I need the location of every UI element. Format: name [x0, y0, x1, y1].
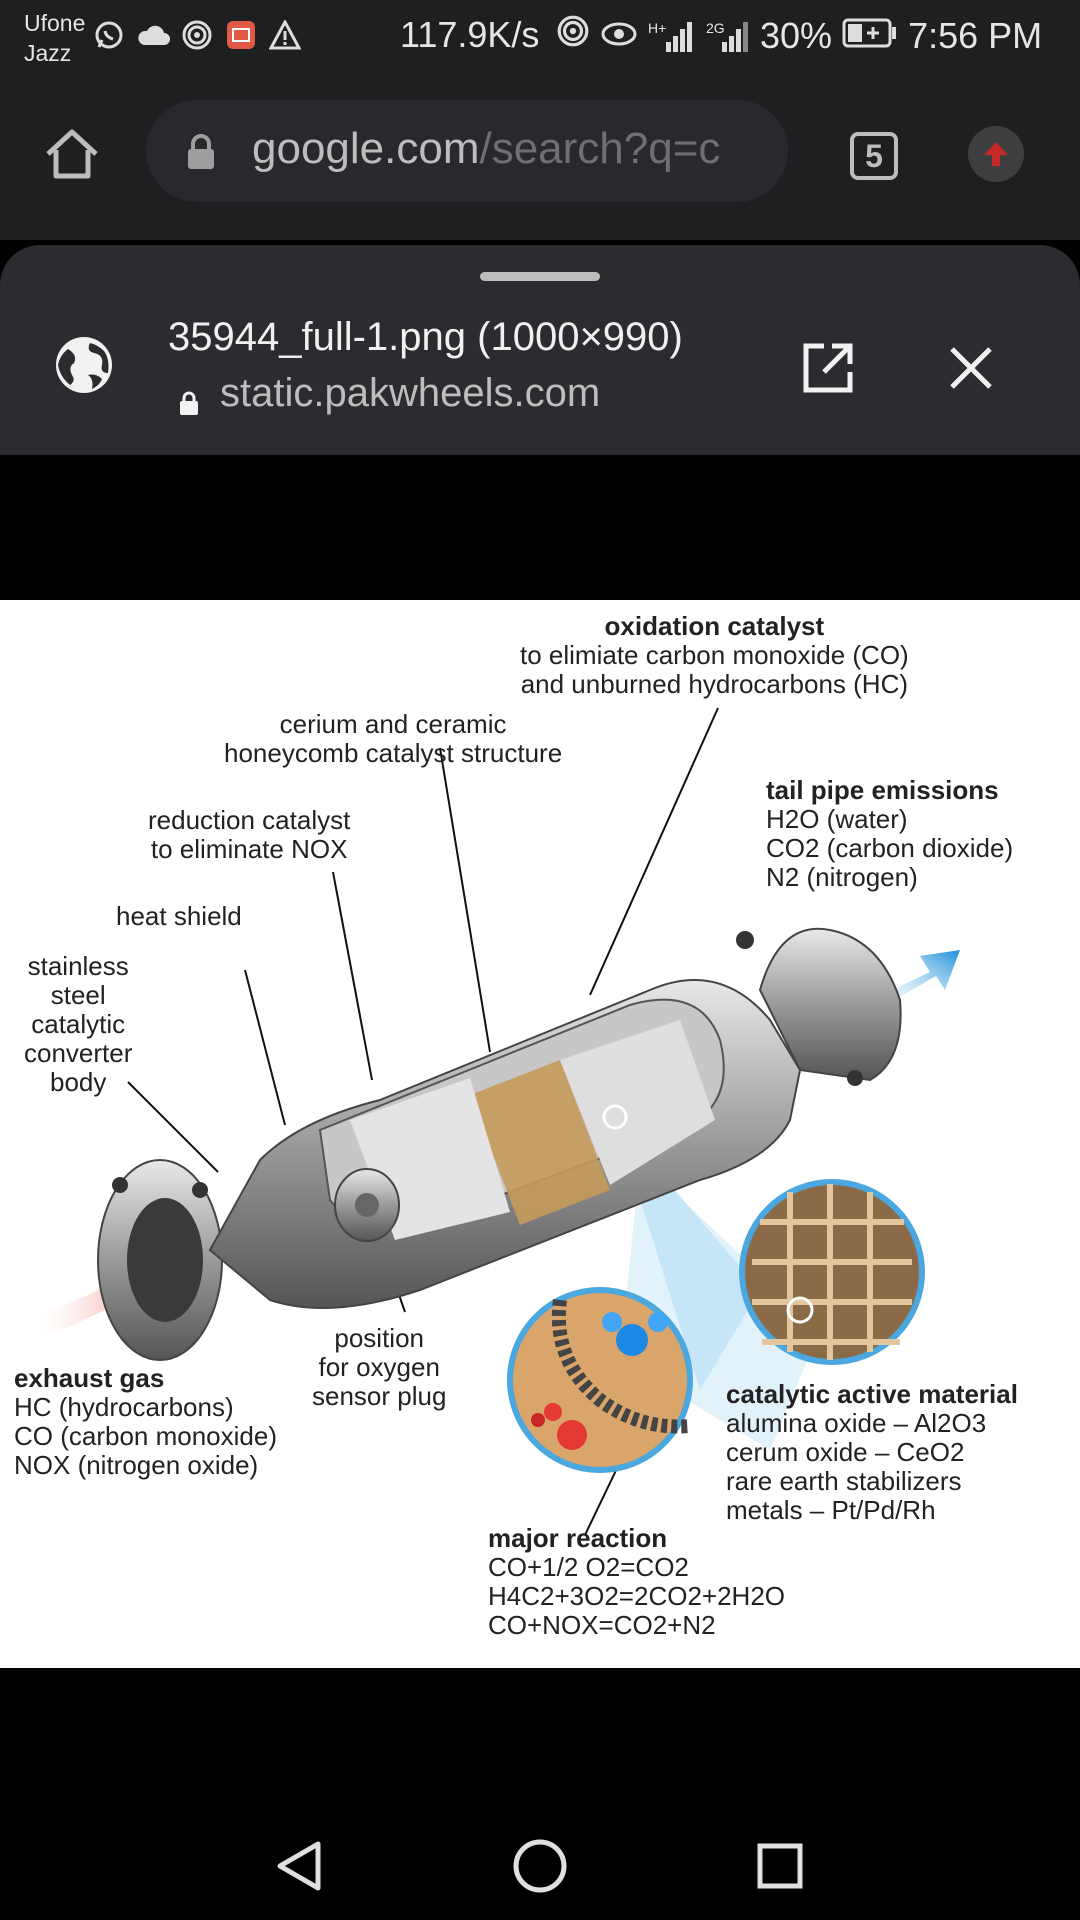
label-line: position: [334, 1323, 425, 1353]
label-line: sensor plug: [312, 1381, 447, 1411]
close-icon[interactable]: [948, 345, 994, 391]
battery-icon: [842, 15, 898, 57]
label-line: CO+1/2 O2=CO2: [488, 1552, 689, 1582]
label-oxidation-catalyst: oxidation catalyst to elimiate carbon mo…: [520, 612, 909, 699]
battery-percent: 30%: [760, 14, 833, 56]
globe-icon: [54, 335, 114, 395]
back-triangle-icon[interactable]: [270, 1836, 330, 1896]
url-host: google.com: [252, 124, 480, 173]
network-type-label: 2G: [706, 19, 725, 36]
label-line: CO2 (carbon dioxide): [766, 833, 1014, 863]
label-line: cerium and ceramic: [279, 709, 507, 739]
label-line: H4C2+3O2=2CO2+2H2O: [488, 1581, 786, 1611]
label-line: heat shield: [116, 901, 242, 931]
label-line: converter: [24, 1038, 133, 1068]
label-exhaust-gas: exhaust gas HC (hydrocarbons) CO (carbon…: [14, 1364, 277, 1480]
status-right: H+ 2G 30% 7:56 PM: [556, 14, 1042, 57]
url-path: /search?q=c: [479, 124, 721, 173]
label-line: N2 (nitrogen): [766, 862, 918, 892]
signal-icon: H+: [648, 20, 696, 52]
label-title: major reaction: [488, 1523, 668, 1553]
carrier-2: Jazz: [24, 40, 72, 66]
label-line: honeycomb catalyst structure: [224, 738, 563, 768]
arrow-up-icon: [984, 142, 1008, 166]
label-title: catalytic active material: [726, 1379, 1018, 1409]
label-line: steel: [50, 980, 106, 1010]
recents-square-icon[interactable]: [750, 1836, 810, 1896]
whatsapp-icon: [92, 18, 126, 52]
carrier-1: Ufone: [24, 10, 86, 36]
label-line: to eliminate NOX: [150, 834, 348, 864]
label-line: and unburned hydrocarbons (HC): [520, 669, 909, 699]
label-line: body: [50, 1067, 107, 1097]
label-line: H2O (water): [766, 804, 908, 834]
lock-icon: [178, 381, 200, 415]
status-bar: Ufone Jazz 117.9K/s H+ 2G: [0, 0, 1080, 72]
preview-sheet: 35944_full-1.png (1000×990) static.pakwh…: [0, 245, 1080, 455]
cloud-icon: [136, 18, 170, 52]
label-line: catalytic: [31, 1009, 126, 1039]
drag-handle[interactable]: [480, 272, 600, 281]
label-title: oxidation catalyst: [604, 611, 825, 641]
label-oxygen-sensor: position for oxygen sensor plug: [312, 1324, 446, 1411]
home-circle-icon[interactable]: [510, 1836, 570, 1896]
tab-switcher-button[interactable]: 5: [850, 132, 898, 180]
label-line: HC (hydrocarbons): [14, 1392, 234, 1422]
hotspot-icon: [556, 14, 590, 57]
carrier-names: Ufone Jazz: [24, 8, 85, 68]
label-line: for oxygen: [318, 1352, 440, 1382]
label-title: exhaust gas: [14, 1363, 165, 1393]
label-line: to elimiate carbon monoxide (CO): [520, 640, 909, 670]
label-line: cerum oxide – CeO2: [726, 1437, 965, 1467]
label-line: NOX (nitrogen oxide): [14, 1450, 259, 1480]
url-bar[interactable]: google.com/search?q=c: [146, 100, 788, 202]
browser-toolbar: google.com/search?q=c 5: [0, 72, 1080, 240]
label-active-material: catalytic active material alumina oxide …: [726, 1380, 1018, 1525]
network-speed: 117.9K/s: [400, 14, 540, 55]
label-reduction-catalyst: reduction catalyst to eliminate NOX: [148, 806, 350, 864]
label-tailpipe-emissions: tail pipe emissions H2O (water) CO2 (car…: [766, 776, 1013, 892]
home-icon[interactable]: [40, 122, 104, 186]
label-line: alumina oxide – Al2O3: [726, 1408, 987, 1438]
source-domain[interactable]: static.pakwheels.com: [220, 371, 601, 415]
signal-icon: 2G: [706, 20, 750, 52]
clock: 7:56 PM: [908, 14, 1043, 56]
label-line: rare earth stabilizers: [726, 1466, 962, 1496]
label-line: metals – Pt/Pd/Rh: [726, 1495, 936, 1525]
image-source: static.pakwheels.com: [178, 371, 600, 416]
label-line: stainless: [27, 951, 129, 981]
warning-icon: [268, 18, 302, 52]
label-line: CO+NOX=CO2+N2: [488, 1610, 716, 1640]
label-converter-body: stainless steel catalytic converter body: [24, 952, 132, 1097]
label-title: tail pipe emissions: [766, 775, 999, 805]
lock-icon: [184, 134, 218, 170]
open-in-new-icon[interactable]: [800, 340, 856, 396]
url-text[interactable]: google.com/search?q=c: [252, 124, 772, 174]
label-line: reduction catalyst: [148, 805, 351, 835]
update-button[interactable]: [968, 126, 1024, 182]
label-heat-shield: heat shield: [116, 902, 242, 931]
catalytic-converter-illustration: [30, 707, 960, 1536]
network-type-label: H+: [648, 19, 667, 36]
eye-icon: [600, 15, 638, 57]
image-preview[interactable]: oxidation catalyst to elimiate carbon mo…: [0, 600, 1080, 1668]
app-notification-icon: [224, 18, 258, 52]
notification-icons: [92, 18, 302, 52]
hotspot-icon: [180, 18, 214, 52]
system-nav-bar: [0, 1810, 1080, 1920]
image-title: 35944_full-1.png (1000×990): [168, 315, 683, 359]
label-major-reaction: major reaction CO+1/2 O2=CO2 H4C2+3O2=2C…: [488, 1524, 785, 1640]
label-honeycomb: cerium and ceramic honeycomb catalyst st…: [224, 710, 562, 768]
label-line: CO (carbon monoxide): [14, 1421, 277, 1451]
